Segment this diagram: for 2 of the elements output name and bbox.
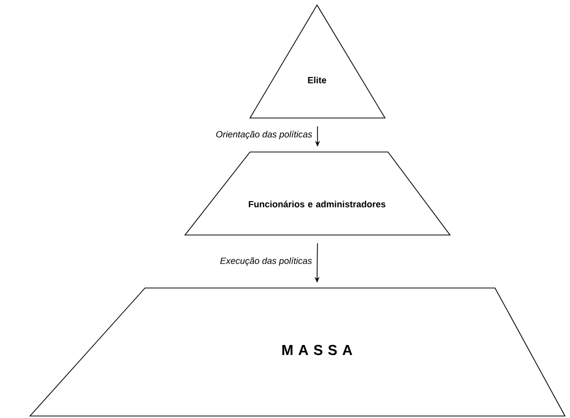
edge-label: Orientação das políticas bbox=[216, 130, 312, 140]
edge-label: Execução das políticas bbox=[220, 257, 312, 266]
